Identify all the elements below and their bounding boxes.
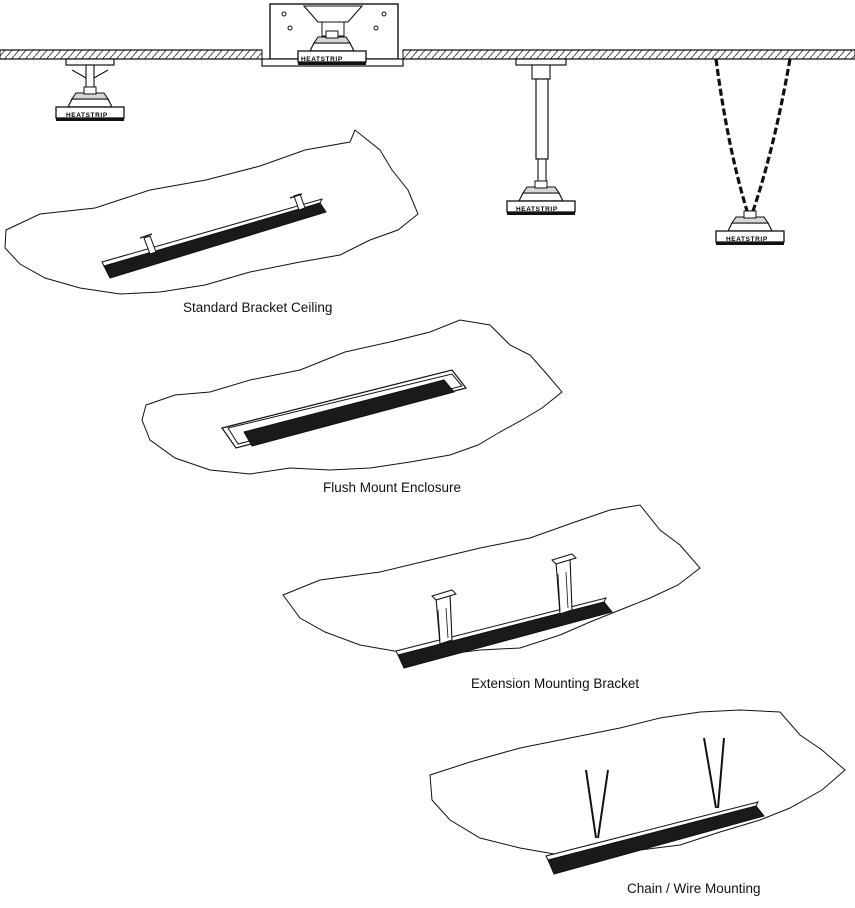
- standard-bracket-perspective: [4, 129, 419, 295]
- flush-enclosure-elevation: HEATSTRIP: [261, 3, 404, 67]
- caption-flush-mount-enclosure: Flush Mount Enclosure: [323, 480, 462, 495]
- chain-mount-elevation: HEATSTRIP: [714, 58, 792, 246]
- caption-chain-wire-mounting: Chain / Wire Mounting: [627, 881, 761, 896]
- extension-bracket-elevation: HEATSTRIP: [506, 58, 576, 216]
- chain-wire-perspective: [429, 709, 846, 875]
- brand-label: HEATSTRIP: [301, 56, 343, 63]
- extension-bracket-perspective: [282, 504, 701, 669]
- caption-extension-mounting-bracket: Extension Mounting Bracket: [471, 676, 640, 691]
- brand-label: HEATSTRIP: [516, 206, 558, 213]
- flush-mount-perspective: [141, 319, 563, 475]
- brand-label: HEATSTRIP: [66, 112, 108, 119]
- caption-standard-bracket-ceiling: Standard Bracket Ceiling: [183, 300, 333, 315]
- brand-label: HEATSTRIP: [726, 236, 768, 243]
- standard-bracket-elevation: HEATSTRIP: [55, 58, 125, 122]
- ceiling-section: [0, 49, 855, 60]
